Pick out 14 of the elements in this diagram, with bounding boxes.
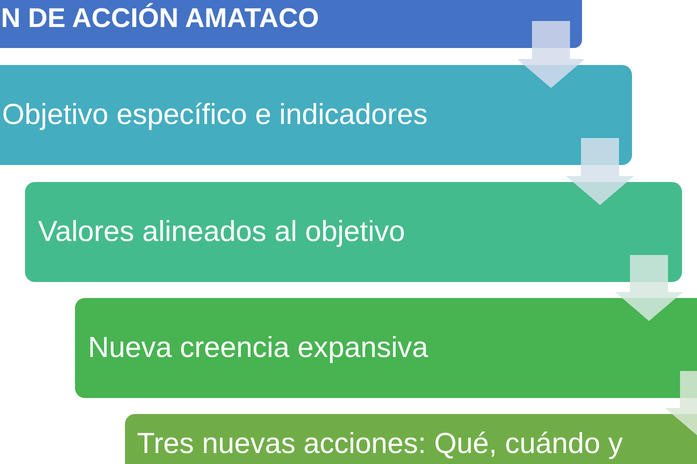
step-box	[25, 182, 682, 282]
step-box	[75, 298, 697, 398]
step-box	[125, 414, 697, 464]
down-arrow	[615, 255, 683, 321]
step-text: Valores alineados al objetivo	[38, 216, 406, 248]
down-arrow	[517, 21, 585, 88]
step-text: Nueva creencia expansiva	[88, 332, 428, 364]
step-box	[0, 0, 582, 48]
step-box	[0, 65, 632, 165]
down-arrow	[665, 371, 697, 436]
step-text: Tres nuevas acciones: Qué, cuándo y	[137, 428, 623, 461]
step-text: Objetivo específico e indicadores	[2, 98, 428, 132]
down-arrow	[566, 138, 634, 205]
title-text: N DE ACCIÓN AMATACO	[1, 3, 319, 34]
